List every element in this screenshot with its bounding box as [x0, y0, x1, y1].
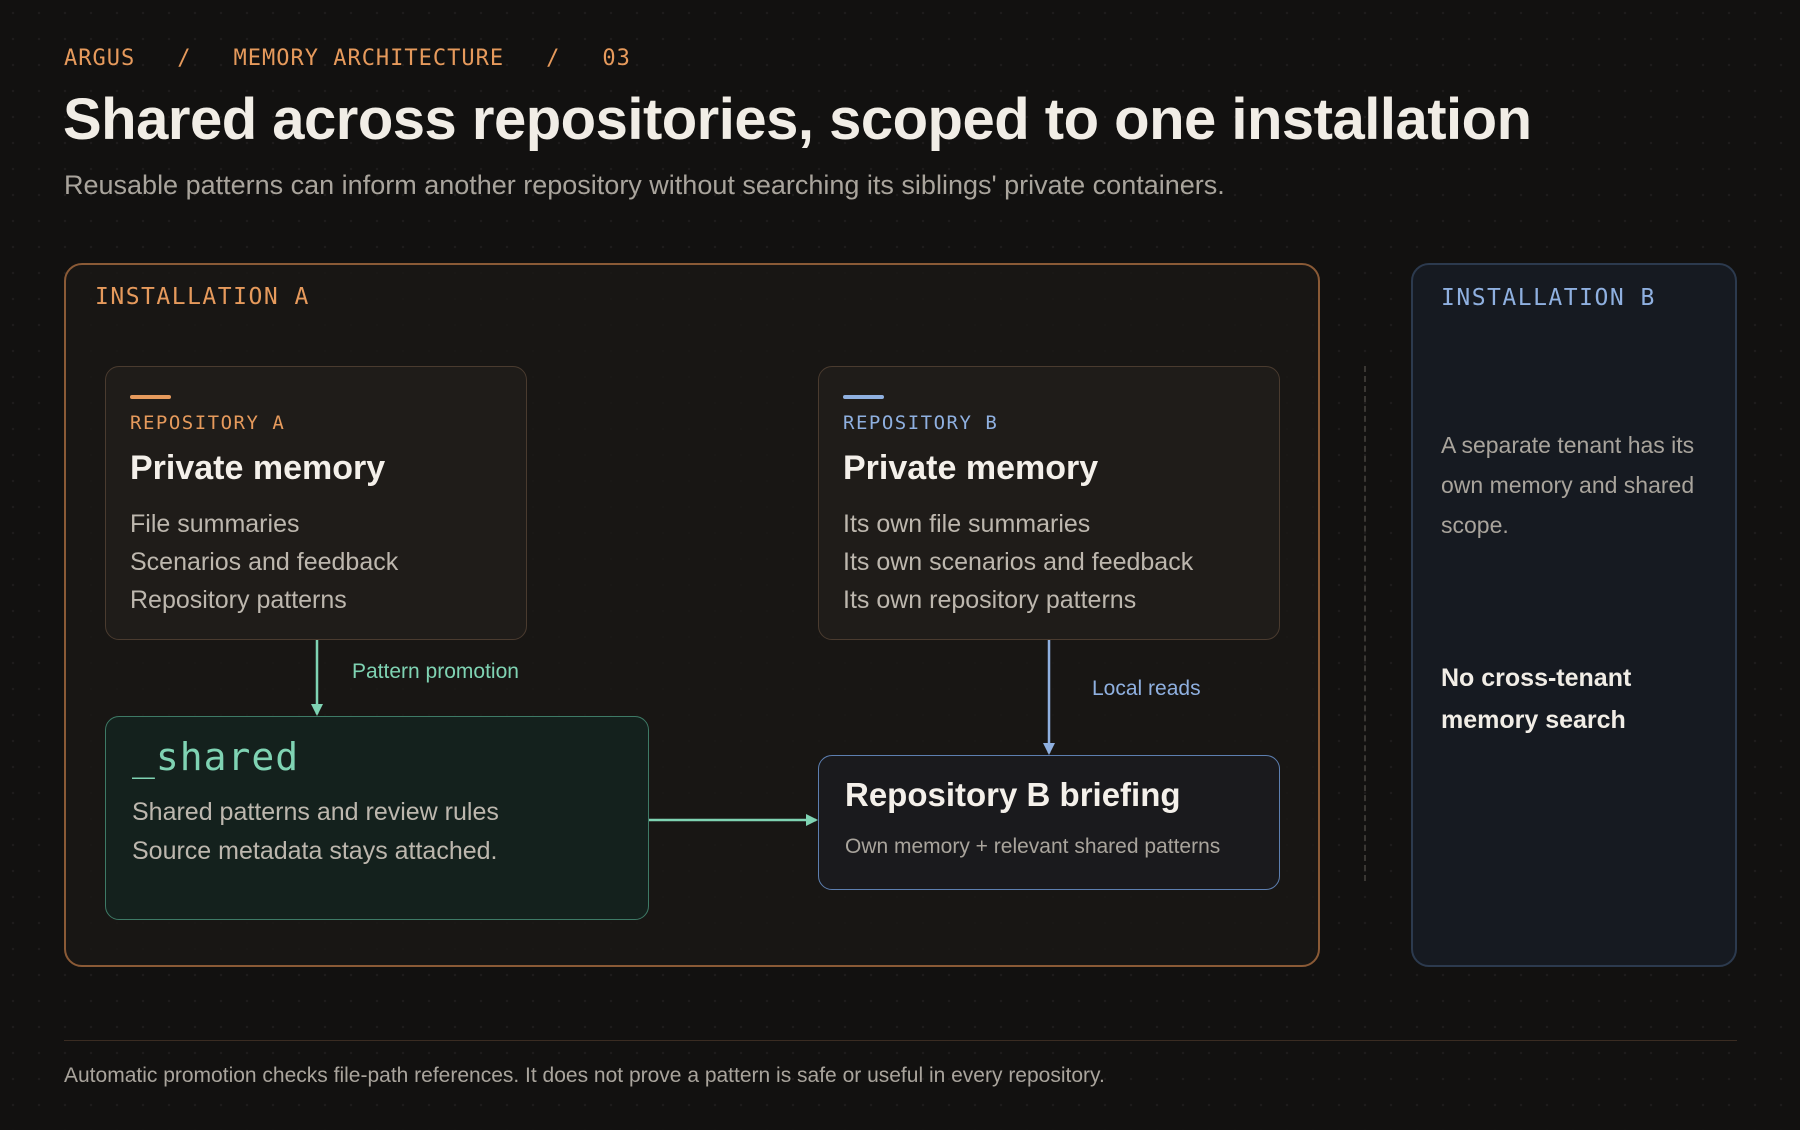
repository-a-title: Private memory — [130, 449, 386, 487]
pattern-promotion-label: Pattern promotion — [352, 660, 519, 683]
breadcrumb-item-memory-architecture: MEMORY ARCHITECTURE — [233, 46, 505, 71]
local-reads-label: Local reads — [1092, 677, 1201, 700]
page-title: Shared across repositories, scoped to on… — [63, 87, 1532, 152]
page-subtitle: Reusable patterns can inform another rep… — [64, 170, 1225, 200]
installation-b-container — [1411, 263, 1737, 967]
list-item: Source metadata stays attached. — [132, 837, 498, 865]
installation-b-label: INSTALLATION B — [1441, 285, 1656, 311]
installation-a-label: INSTALLATION A — [95, 284, 310, 310]
installation-b-emphasis: No cross-tenant memory search — [1441, 664, 1632, 734]
tenant-divider — [1364, 366, 1366, 881]
list-item: Repository patterns — [130, 586, 347, 614]
list-item: Its own scenarios and feedback — [843, 548, 1194, 576]
shared-item-list: Shared patterns and review rules Source … — [132, 793, 499, 871]
briefing-subtitle: Own memory + relevant shared patterns — [845, 835, 1221, 858]
footnote: Automatic promotion checks file-path ref… — [64, 1064, 1105, 1087]
breadcrumb-separator: / — [177, 46, 192, 71]
list-item: Scenarios and feedback — [130, 548, 399, 576]
briefing-title: Repository B briefing — [845, 776, 1181, 813]
breadcrumb-separator: / — [546, 46, 561, 71]
repository-a-item-list: File summaries Scenarios and feedback Re… — [130, 505, 398, 619]
list-item: Shared patterns and review rules — [132, 798, 499, 826]
repository-b-card: REPOSITORY B Private memory Its own file… — [818, 366, 1280, 640]
breadcrumb: ARGUS / MEMORY ARCHITECTURE / 03 — [64, 46, 631, 71]
list-item: File summaries — [130, 510, 300, 538]
list-item: Its own file summaries — [843, 510, 1091, 538]
repository-a-label: REPOSITORY A — [130, 412, 286, 434]
footer-divider — [64, 1040, 1737, 1041]
shared-title: _shared — [132, 735, 300, 779]
repository-a-card: REPOSITORY A Private memory File summari… — [105, 366, 527, 640]
repository-b-accent-bar — [843, 395, 884, 399]
list-item: Its own repository patterns — [843, 586, 1137, 614]
repository-b-item-list: Its own file summaries Its own scenarios… — [843, 505, 1193, 619]
breadcrumb-item-argus: ARGUS — [64, 46, 136, 71]
repository-a-accent-bar — [130, 395, 171, 399]
repository-b-label: REPOSITORY B — [843, 412, 999, 434]
breadcrumb-item-page-number: 03 — [602, 46, 631, 71]
installation-b-note: A separate tenant has its own memory and… — [1441, 432, 1695, 538]
repository-b-briefing-card: Repository B briefing Own memory + relev… — [818, 755, 1280, 890]
repository-b-title: Private memory — [843, 449, 1099, 487]
shared-card: _shared Shared patterns and review rules… — [105, 716, 649, 920]
